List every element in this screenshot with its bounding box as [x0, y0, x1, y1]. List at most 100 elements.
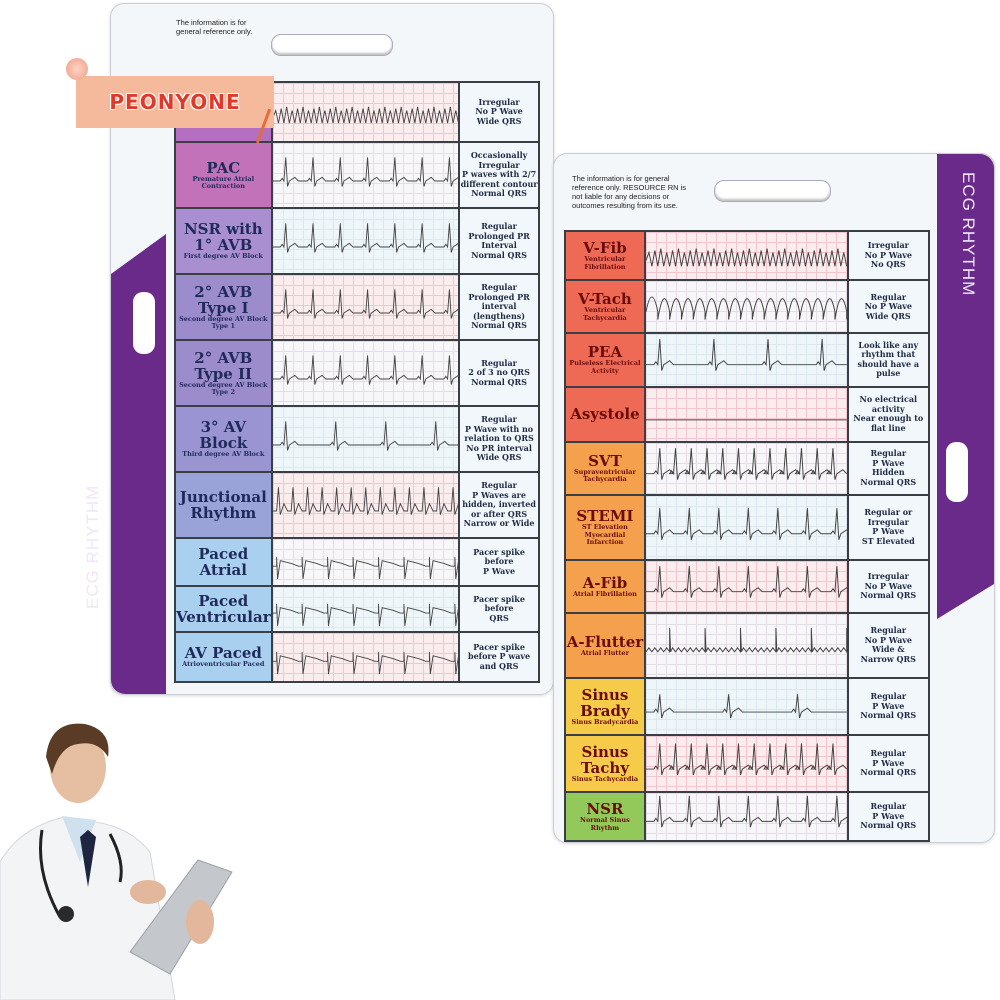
rhythm-row: Asystole No electrical activity Near enou… [564, 385, 931, 443]
rhythm-title: Sinus Tachy [580, 742, 630, 777]
ecg-strip [270, 141, 461, 209]
rhythm-description: Regular P Wave with no relation to QRS N… [458, 405, 540, 473]
rhythm-title: PAC [206, 158, 241, 177]
ecg-strip [643, 279, 849, 335]
ecg-card-front: The information is for general reference… [83, 3, 554, 695]
rhythm-title: 2° AVB Type I [194, 282, 253, 317]
rhythm-description: Regular Prolonged PR interval (lengthens… [458, 273, 540, 341]
ecg-waveform-icon [272, 421, 459, 451]
rhythm-description: Regular P Wave Normal QRS [846, 733, 931, 794]
rhythm-title: A-Fib [582, 573, 628, 592]
rhythm-description: Occasionally Irregular P waves with 2/7 … [458, 141, 540, 209]
rhythm-subtitle: Second degree AV Block Type 1 [179, 314, 268, 330]
rhythm-description: Pacer spike before P wave and QRS [458, 631, 540, 683]
rhythm-subtitle: Third degree AV Block [182, 450, 265, 459]
rhythm-title: SVT [588, 451, 622, 470]
ecg-strip [270, 273, 461, 341]
ecg-waveform-icon [272, 557, 459, 580]
side-label: ECG RHYTHM [83, 484, 102, 609]
rhythm-subtitle: Ventricular Fibrillation [584, 255, 626, 271]
ecg-strip [643, 611, 849, 679]
rhythm-subtitle: Atrial Fibrillation [572, 589, 637, 598]
rhythm-row: Paced Atrial Pacer spike before P Wave [174, 537, 540, 587]
rhythm-label: Junctional Rhythm [174, 471, 273, 539]
rhythm-label: Paced Atrial [174, 537, 273, 587]
rhythm-title: V-Fib [583, 239, 627, 258]
ecg-strip [270, 81, 461, 143]
ecg-strip [270, 339, 461, 407]
disclaimer-text: The information is for general reference… [572, 174, 687, 210]
ecg-strip [270, 471, 461, 539]
ecg-waveform-icon [272, 106, 459, 124]
rhythm-description: Regular No P Wave Wide QRS [846, 279, 931, 335]
rhythm-subtitle: Sinus Tachycardia [571, 774, 639, 783]
ecg-strip [643, 229, 849, 282]
ecg-waveform-icon [645, 248, 847, 267]
brand-name: PEONYONE [109, 90, 241, 114]
ecg-waveform-icon [645, 296, 847, 320]
rhythm-title: PEA [587, 343, 623, 362]
brand-banner: PEONYONE [76, 76, 274, 128]
side-band [937, 154, 994, 619]
ecg-strip [270, 207, 461, 275]
rhythm-title: STEMI [576, 507, 634, 526]
rhythm-description: Regular No P Wave Wide & Narrow QRS [846, 611, 931, 679]
ecg-strip [643, 332, 849, 388]
rhythm-row: Irregular No P Wave Wide QRS [174, 81, 540, 143]
rhythm-description: Regular Prolonged PR Interval Normal QRS [458, 207, 540, 275]
ecg-waveform-icon [272, 487, 459, 515]
ecg-waveform-icon [272, 355, 459, 385]
rhythm-subtitle: Sinus Bradycardia [571, 717, 639, 726]
rhythm-title: A-Flutter [566, 632, 644, 651]
lanyard-slot [714, 180, 831, 202]
ecg-waveform-icon [645, 694, 847, 719]
ecg-waveform-icon [645, 628, 847, 654]
rhythm-description: Pacer spike before P Wave [458, 537, 540, 587]
rhythm-description: Irregular No P Wave Wide QRS [458, 81, 540, 143]
ecg-waveform-icon [645, 507, 847, 540]
rhythm-description: Regular or Irregular P Wave ST Elevated [846, 493, 931, 561]
rhythm-subtitle: Second degree AV Block Type 2 [179, 380, 268, 396]
rhythm-description: Pacer spike before QRS [458, 585, 540, 633]
rhythm-subtitle: ST Elevation Myocardial Infarction [581, 523, 628, 547]
ecg-waveform-icon [272, 157, 459, 187]
lanyard-slot [271, 34, 393, 56]
ecg-strip [643, 676, 849, 737]
rhythm-description: Irregular No P Wave Normal QRS [846, 558, 931, 614]
rhythm-title: NSR with 1° AVB [183, 220, 263, 255]
ecg-strip [643, 385, 849, 443]
rhythm-label: Paced Ventricular [174, 585, 273, 633]
rhythm-subtitle: Premature Atrial Contraction [192, 174, 255, 190]
ecg-strip [643, 440, 849, 496]
ecg-waveform-icon [272, 604, 459, 626]
ecg-waveform-icon [645, 565, 847, 598]
rhythm-title: NSR [586, 800, 624, 819]
rhythm-description: No electrical activity Near enough to fl… [846, 385, 931, 443]
rhythm-title: Asystole [570, 405, 640, 424]
ecg-strip [643, 733, 849, 794]
